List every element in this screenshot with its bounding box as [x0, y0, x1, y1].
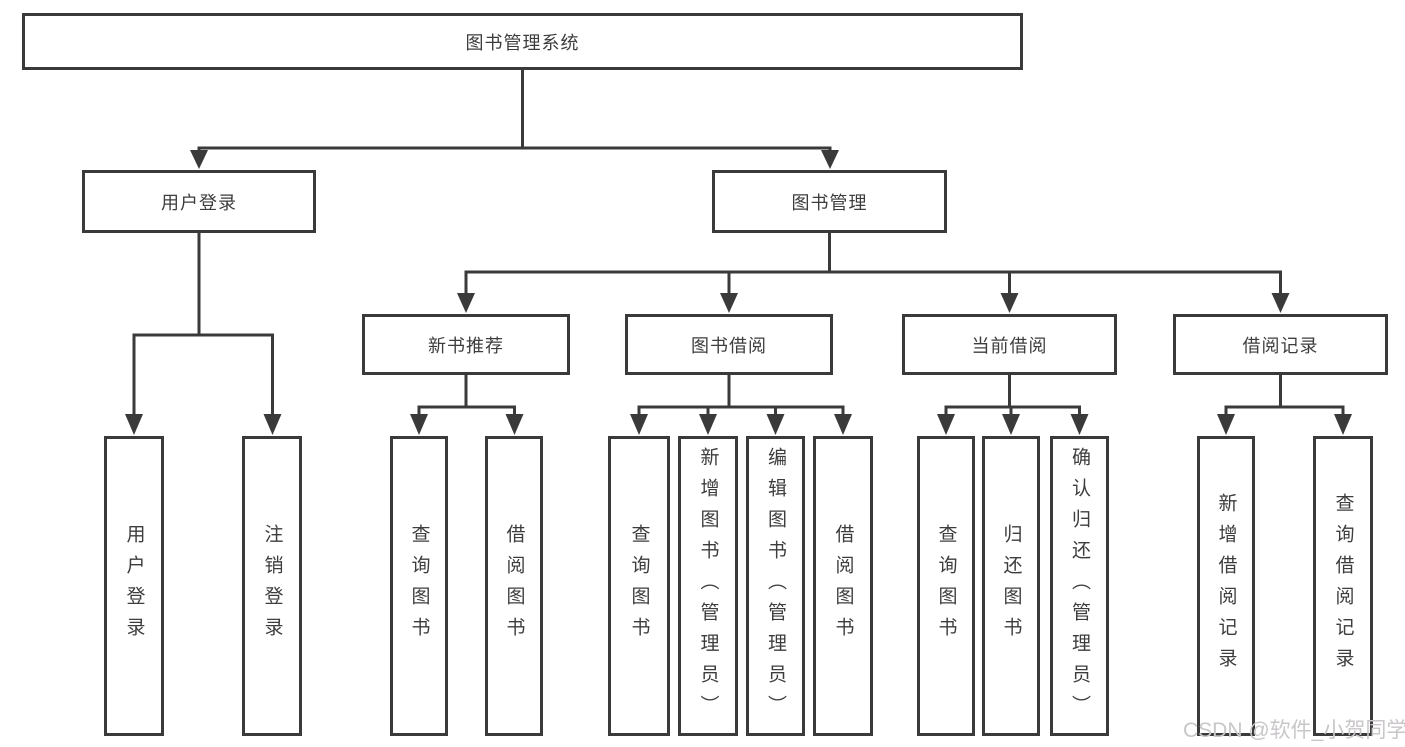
node-label: 借阅图书: [503, 524, 525, 648]
leaf-add-book-admin: 新增图书（管理员）: [678, 436, 738, 736]
node-label: 用户登录: [123, 524, 145, 648]
leaf-borrow-book: 借阅图书: [485, 436, 543, 736]
leaf-return-book: 归还图书: [982, 436, 1040, 736]
arrow-down-icon: [1271, 293, 1290, 313]
arrow-down-icon: [457, 293, 475, 313]
node-label: 用户登录: [161, 192, 237, 213]
arrow-down-icon: [720, 293, 738, 313]
watermark: CSDN @软件_小贺同学: [1183, 719, 1405, 742]
node-label: 图书管理: [791, 192, 868, 213]
arrow-down-icon: [937, 414, 955, 435]
arrow-down-icon: [699, 414, 717, 435]
leaf-edit-book-admin: 编辑图书（管理员）: [746, 436, 805, 736]
node-book-borrow: 图书借阅: [625, 314, 833, 375]
node-current-borrow: 当前借阅: [902, 314, 1117, 375]
arrow-down-icon: [1217, 414, 1235, 435]
arrow-down-icon: [1334, 414, 1352, 435]
leaf-borrow-book: 借阅图书: [813, 436, 873, 736]
node-user-login: 用户登录: [82, 170, 316, 233]
arrow-down-icon: [766, 414, 785, 435]
arrow-down-icon: [1070, 414, 1089, 435]
node-label: 注销登录: [261, 524, 283, 648]
leaf-query-borrow-record: 查询借阅记录: [1313, 436, 1373, 736]
arrow-down-icon: [505, 414, 524, 435]
node-root: 图书管理系统: [22, 13, 1023, 70]
node-label: 新增图书（管理员）: [697, 446, 719, 726]
leaf-query-book: 查询图书: [390, 436, 448, 736]
arrow-down-icon: [190, 150, 208, 169]
node-book-management: 图书管理: [712, 170, 947, 233]
arrow-down-icon: [1002, 414, 1020, 435]
node-label: 查询图书: [628, 524, 650, 648]
tree-edges: [132, 69, 1345, 416]
arrow-down-icon: [1000, 293, 1019, 313]
node-label: 图书管理系统: [465, 32, 580, 53]
node-label: 查询借阅记录: [1332, 493, 1354, 679]
arrow-down-icon: [821, 150, 839, 169]
node-label: 新书推荐: [428, 335, 504, 356]
node-label: 借阅图书: [832, 524, 854, 648]
node-label: 借阅记录: [1242, 335, 1319, 356]
arrow-down-icon: [834, 414, 852, 435]
arrow-down-icon: [263, 414, 282, 435]
node-label: 编辑图书（管理员）: [765, 446, 786, 726]
leaf-user-login: 用户登录: [104, 436, 164, 736]
node-borrow-records: 借阅记录: [1173, 314, 1388, 375]
node-label: 查询图书: [935, 524, 957, 648]
arrow-down-icon: [630, 414, 648, 435]
leaf-confirm-return-admin: 确认归还（管理员）: [1050, 436, 1109, 736]
leaf-logout: 注销登录: [242, 436, 302, 736]
node-label: 图书借阅: [691, 335, 767, 356]
arrowheads: [125, 150, 1352, 435]
node-label: 查询图书: [408, 524, 430, 648]
leaf-add-borrow-record: 新增借阅记录: [1197, 436, 1255, 736]
node-new-book-recommend: 新书推荐: [362, 314, 570, 375]
node-label: 归还图书: [1000, 524, 1022, 648]
node-label: 确认归还（管理员）: [1069, 446, 1090, 726]
node-label: 当前借阅: [971, 335, 1048, 356]
arrow-down-icon: [410, 414, 428, 435]
arrow-down-icon: [125, 414, 143, 435]
leaf-query-book: 查询图书: [917, 436, 975, 736]
node-label: 新增借阅记录: [1215, 493, 1237, 679]
leaf-query-book: 查询图书: [608, 436, 670, 736]
